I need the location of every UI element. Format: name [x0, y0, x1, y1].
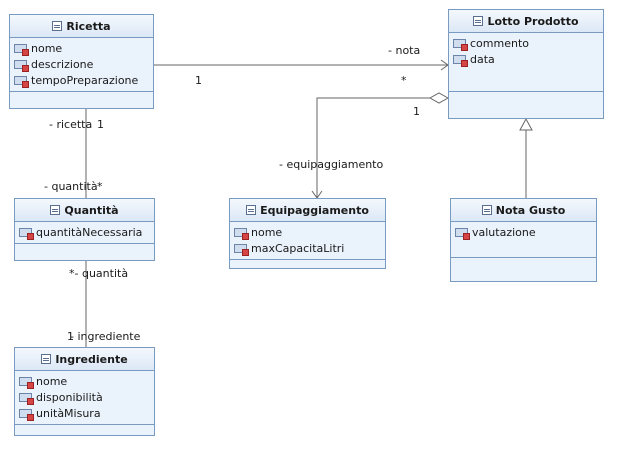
class-nota-operations	[451, 258, 596, 270]
class-quantita-operations	[15, 244, 154, 256]
class-ingrediente-operations	[15, 425, 154, 437]
attribute-row[interactable]: descrizione	[10, 56, 153, 72]
class-quantita-name: Quantità	[64, 203, 119, 217]
label-quantita-role-mult: *	[97, 180, 103, 193]
class-equipaggiamento[interactable]: Equipaggiamento nome maxCapacitaLitri	[229, 198, 386, 269]
attribute-name: tempoPreparazione	[31, 73, 139, 87]
attribute-icon	[19, 408, 34, 421]
class-lotto-attributes: commento data	[449, 33, 603, 92]
label-ricetta-role-mult: 1	[97, 118, 104, 131]
class-lotto-prodotto[interactable]: Lotto Prodotto commento data	[448, 9, 604, 119]
class-nota-header: Nota Gusto	[451, 199, 596, 222]
attribute-icon	[455, 227, 470, 240]
attribute-name: nome	[251, 225, 283, 239]
class-ricetta-attributes: nome descrizione tempoPreparazione	[10, 38, 153, 92]
attribute-row[interactable]: unitàMisura	[15, 405, 154, 421]
label-ingrediente-role: - ingrediente	[70, 330, 141, 343]
attribute-icon	[19, 227, 34, 240]
attribute-icon	[234, 243, 249, 256]
class-nota-name: Nota Gusto	[495, 203, 566, 217]
class-ingrediente-header: Ingrediente	[15, 348, 154, 371]
class-equip-name: Equipaggiamento	[260, 203, 369, 217]
attribute-row[interactable]: valutazione	[451, 224, 596, 240]
attribute-row[interactable]: data	[449, 51, 603, 67]
label-lotto-star: *	[401, 74, 407, 87]
attribute-row[interactable]: disponibilità	[15, 389, 154, 405]
attribute-name: maxCapacitaLitri	[251, 241, 345, 255]
class-nota-gusto[interactable]: Nota Gusto valutazione	[450, 198, 597, 282]
label-equip-role: - equipaggiamento	[279, 158, 384, 171]
attribute-name: unitàMisura	[36, 406, 101, 420]
label-ingrediente-mult: 1	[67, 330, 74, 343]
attribute-name: descrizione	[31, 57, 94, 71]
label-ricetta-role: - ricetta	[49, 118, 93, 131]
attribute-name: quantitàNecessaria	[36, 225, 143, 239]
attribute-row[interactable]: nome	[230, 224, 385, 240]
class-equip-header: Equipaggiamento	[230, 199, 385, 222]
attribute-name: disponibilità	[36, 390, 103, 404]
attribute-row[interactable]: quantitàNecessaria	[15, 224, 154, 240]
generalization-triangle	[519, 117, 533, 131]
attribute-name: data	[470, 52, 495, 66]
attribute-row[interactable]: tempoPreparazione	[10, 72, 153, 88]
class-icon	[50, 205, 61, 215]
attribute-icon	[453, 54, 468, 67]
label-quantita-role2: *- quantità	[69, 267, 129, 280]
attribute-icon	[19, 376, 34, 389]
class-lotto-operations	[449, 92, 603, 104]
attribute-icon	[453, 38, 468, 51]
attribute-row[interactable]: nome	[15, 373, 154, 389]
aggregation-diamond	[428, 92, 450, 104]
class-ricetta-name: Ricetta	[66, 19, 111, 33]
attribute-icon	[14, 59, 29, 72]
class-lotto-name: Lotto Prodotto	[487, 14, 579, 28]
class-icon	[41, 354, 52, 364]
label-lotto-one: 1	[413, 105, 420, 118]
label-nota-role: - nota	[388, 44, 421, 57]
attribute-row[interactable]: maxCapacitaLitri	[230, 240, 385, 256]
attribute-icon	[234, 227, 249, 240]
attribute-name: nome	[36, 374, 68, 388]
class-icon	[473, 16, 484, 26]
class-ingrediente-attributes: nome disponibilità unitàMisura	[15, 371, 154, 425]
label-quantita-role: - quantità	[44, 180, 98, 193]
attribute-row[interactable]: nome	[10, 40, 153, 56]
attribute-name: commento	[470, 36, 529, 50]
attribute-icon	[14, 75, 29, 88]
class-equip-operations	[230, 260, 385, 272]
class-quantita[interactable]: Quantità quantitàNecessaria	[14, 198, 155, 261]
attribute-icon	[19, 392, 34, 405]
attribute-icon	[14, 43, 29, 56]
class-icon	[246, 205, 257, 215]
label-ricetta-mult: 1	[195, 74, 202, 87]
class-icon	[481, 205, 492, 215]
class-ingrediente-name: Ingrediente	[55, 352, 128, 366]
class-lotto-header: Lotto Prodotto	[449, 10, 603, 33]
class-ricetta-header: Ricetta	[10, 15, 153, 38]
class-icon	[52, 21, 63, 31]
class-ingrediente[interactable]: Ingrediente nome disponibilità unitàMisu…	[14, 347, 155, 436]
attribute-name: valutazione	[472, 225, 536, 239]
class-equip-attributes: nome maxCapacitaLitri	[230, 222, 385, 260]
class-quantita-header: Quantità	[15, 199, 154, 222]
class-ricetta-operations	[10, 92, 153, 104]
assoc-lotto-equip[interactable]	[316, 97, 430, 198]
class-ricetta[interactable]: Ricetta nome descrizione tempoPreparazio…	[9, 14, 154, 109]
class-quantita-attributes: quantitàNecessaria	[15, 222, 154, 244]
class-nota-attributes: valutazione	[451, 222, 596, 258]
attribute-row[interactable]: commento	[449, 35, 603, 51]
attribute-name: nome	[31, 41, 63, 55]
